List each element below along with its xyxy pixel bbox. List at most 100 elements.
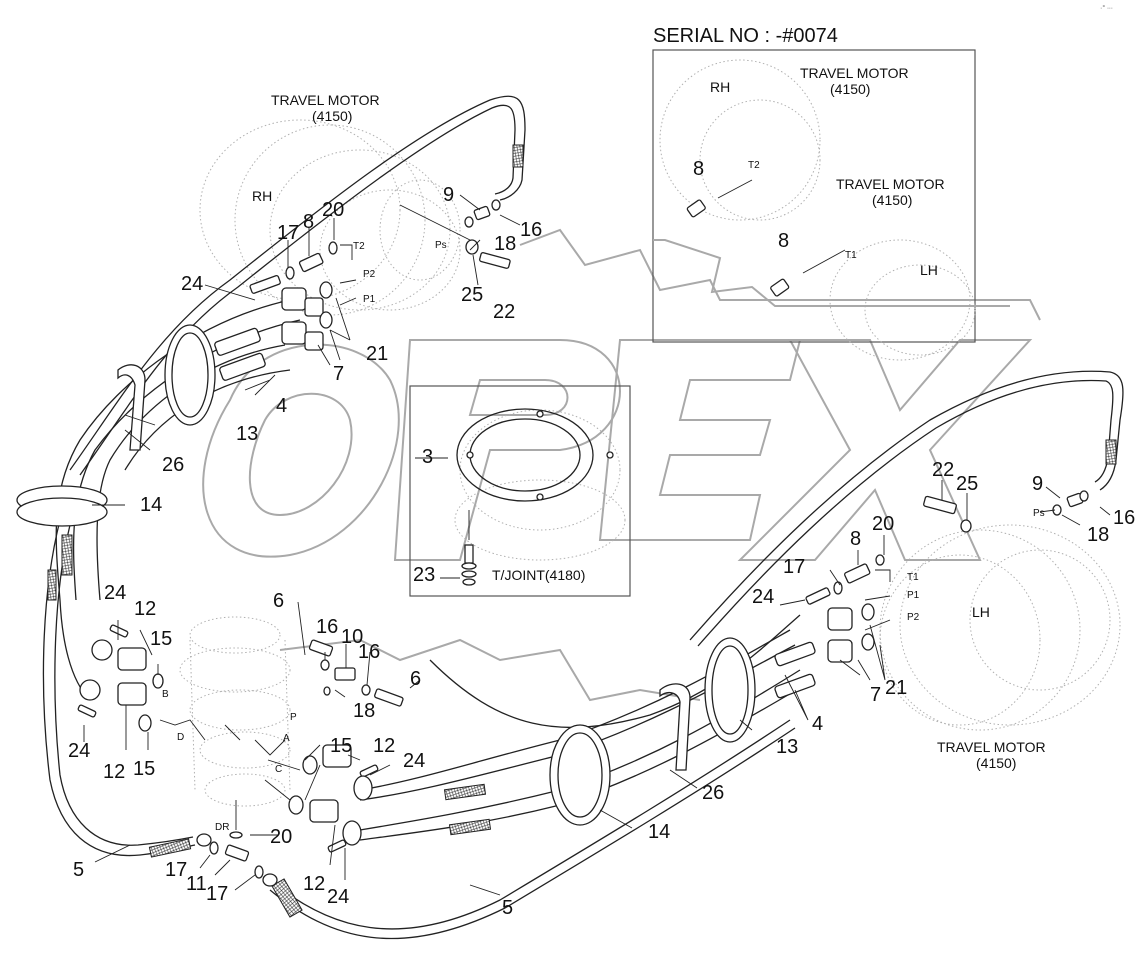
callout-22: 22 — [493, 301, 515, 323]
lh-side-label: LH — [972, 604, 990, 620]
travel-motor-rh-code: (4150) — [312, 108, 352, 124]
callout-12: 12 — [134, 598, 156, 620]
callout-24: 24 — [181, 273, 203, 295]
callout-21: 21 — [885, 677, 907, 699]
grommets — [16, 324, 756, 826]
callout-24: 24 — [752, 586, 774, 608]
callout-23: 23 — [413, 564, 435, 586]
lh-fittings — [774, 490, 1089, 699]
serial-inset-box — [652, 49, 1010, 361]
callout-8: 8 — [303, 211, 314, 233]
callout-16: 16 — [358, 641, 380, 663]
callout-17: 17 — [783, 556, 805, 578]
callout-14: 14 — [648, 821, 670, 843]
callout-18: 18 — [1087, 524, 1109, 546]
inset-motor-rh-name: TRAVEL MOTOR — [800, 65, 909, 81]
callout-24: 24 — [403, 750, 425, 772]
callout-16: 16 — [1113, 507, 1135, 529]
callout-10: 10 — [341, 626, 363, 648]
callout-12: 12 — [103, 761, 125, 783]
port-p2: P2 — [363, 269, 376, 280]
callout-11: 11 — [186, 873, 207, 895]
inset-motor-lh-name: TRAVEL MOTOR — [836, 176, 945, 192]
callout-13: 13 — [236, 423, 258, 445]
rh-fittings — [214, 199, 511, 381]
callout-6: 6 — [410, 668, 421, 690]
callout-7: 7 — [870, 684, 881, 706]
callout-8: 8 — [778, 230, 789, 252]
callout-7: 7 — [333, 363, 344, 385]
travel-motor-rh-name: TRAVEL MOTOR — [271, 92, 380, 108]
callout-24: 24 — [104, 582, 126, 604]
callout-20: 20 — [322, 199, 344, 221]
callout-5: 5 — [73, 859, 84, 881]
callout-5: 5 — [502, 897, 513, 919]
port-p: P — [290, 712, 297, 723]
callout-14: 14 — [140, 494, 162, 516]
port-t2: T2 — [748, 160, 760, 171]
leader-lines — [83, 194, 1111, 896]
port-p2: P2 — [907, 612, 920, 623]
callout-9: 9 — [443, 184, 454, 206]
left-lower-fittings — [77, 624, 404, 887]
turning-joint-box — [409, 385, 631, 597]
callout-25: 25 — [956, 473, 978, 495]
port-ps: Ps — [1033, 508, 1045, 519]
inset-motor-lh-code: (4150) — [872, 192, 912, 208]
travel-motor-lh-name: TRAVEL MOTOR — [937, 739, 1046, 755]
port-t2: T2 — [353, 241, 365, 252]
port-c: C — [275, 764, 282, 775]
callout-17: 17 — [277, 222, 299, 244]
hose-upper-lh — [689, 370, 1124, 647]
corner-mark: ·° ∙∙∙ — [1100, 4, 1113, 12]
callout-15: 15 — [133, 758, 155, 780]
port-a: A — [283, 733, 290, 744]
callout-20: 20 — [270, 826, 292, 848]
callout-22: 22 — [932, 459, 954, 481]
inset-rh-label: RH — [710, 79, 730, 95]
travel-motor-lh-ghost — [879, 524, 1121, 731]
turning-joint-ghost — [179, 616, 291, 807]
callout-16: 16 — [520, 219, 542, 241]
callout-20: 20 — [872, 513, 894, 535]
callout-4: 4 — [812, 713, 823, 735]
hose-upper-rh — [69, 95, 526, 476]
callout-15: 15 — [150, 628, 172, 650]
watermark-opex — [202, 228, 1041, 702]
callout-21: 21 — [366, 343, 388, 365]
port-p1: P1 — [363, 294, 376, 305]
port-dr: DR — [215, 822, 229, 833]
callout-24: 24 — [327, 886, 349, 908]
rh-side-label: RH — [252, 188, 272, 204]
port-t1: T1 — [907, 572, 919, 583]
port-d: D — [177, 732, 184, 743]
port-t1: T1 — [845, 250, 857, 261]
callout-12: 12 — [303, 873, 325, 895]
callout-25: 25 — [461, 284, 483, 306]
port-p1: P1 — [907, 590, 920, 601]
callout-9: 9 — [1032, 473, 1043, 495]
callout-24: 24 — [68, 740, 90, 762]
turning-joint-label: T/JOINT(4180) — [492, 567, 585, 583]
callout-18: 18 — [353, 700, 375, 722]
callout-15: 15 — [330, 735, 352, 757]
travel-motor-lh-code: (4150) — [976, 755, 1016, 771]
callout-8: 8 — [850, 528, 861, 550]
callout-6: 6 — [273, 590, 284, 612]
inset-lh-label: LH — [920, 262, 938, 278]
callout-17: 17 — [165, 859, 187, 881]
port-ps: Ps — [435, 240, 447, 251]
callout-13: 13 — [776, 736, 798, 758]
callout-16: 16 — [316, 616, 338, 638]
port-b: B — [162, 689, 169, 700]
callout-4: 4 — [276, 395, 287, 417]
callout-26: 26 — [702, 782, 724, 804]
callout-17: 17 — [206, 883, 228, 905]
inset-motor-rh-code: (4150) — [830, 81, 870, 97]
callout-12: 12 — [373, 735, 395, 757]
callout-8: 8 — [693, 158, 704, 180]
callout-26: 26 — [162, 454, 184, 476]
callout-3: 3 — [422, 446, 433, 468]
